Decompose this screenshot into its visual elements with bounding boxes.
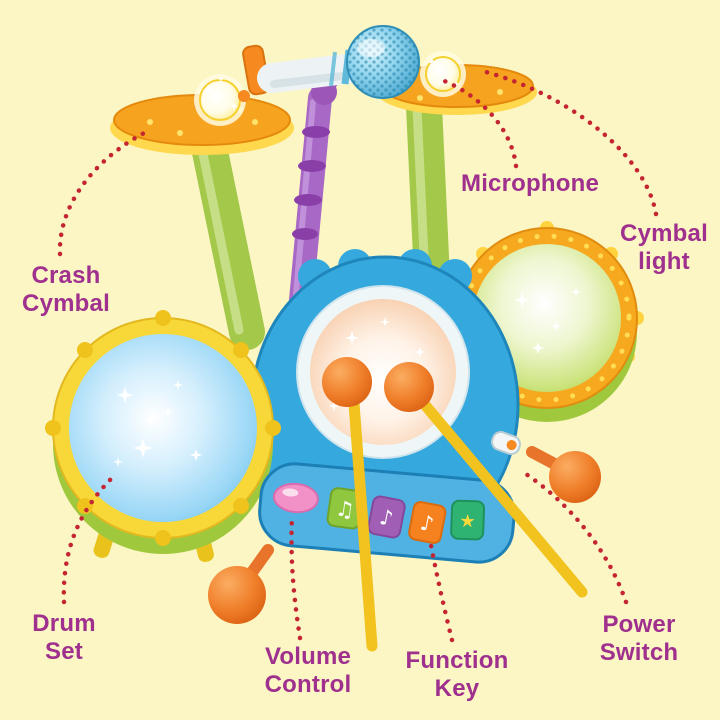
drum-set-illustration: ♫ ♪ ♪ ★	[45, 25, 644, 652]
cymbal-light-right	[420, 51, 466, 97]
function-key-4: ★	[450, 499, 486, 541]
leader-volume-control	[289, 513, 303, 641]
feet	[208, 446, 601, 624]
function-key-2: ♪	[367, 495, 406, 539]
label-cymbal-light: Cymbal light	[620, 220, 708, 275]
function-key-3-icon: ♪	[418, 510, 436, 536]
leader-power-switch	[523, 471, 629, 605]
function-key-1-icon: ♫	[334, 496, 356, 522]
microphone	[238, 25, 420, 102]
function-key-2-icon: ♪	[378, 505, 396, 531]
leader-lines	[57, 69, 659, 643]
label-function-key: Function Key	[405, 647, 509, 702]
leader-crash-cymbal	[57, 129, 149, 257]
function-key-4-icon: ★	[459, 511, 476, 533]
label-drum-set: Drum Set	[32, 610, 96, 665]
left-drum	[45, 310, 281, 563]
leader-microphone	[439, 77, 519, 169]
leader-drum-set	[61, 475, 115, 605]
label-crash-cymbal: Crash Cymbal	[22, 262, 110, 317]
label-volume-control: Volume Control	[264, 643, 352, 698]
label-power-switch: Power Switch	[599, 611, 679, 666]
leader-function-key	[427, 537, 455, 643]
function-key-3: ♪	[408, 501, 447, 545]
mallets	[322, 357, 588, 652]
volume-button	[272, 482, 319, 514]
cymbal-light-left	[194, 74, 246, 126]
power-switch-part	[491, 431, 521, 455]
left-cymbal-post	[189, 124, 265, 350]
label-microphone: Microphone	[461, 170, 599, 197]
control-panel: ♫ ♪ ♪ ★	[258, 462, 516, 564]
